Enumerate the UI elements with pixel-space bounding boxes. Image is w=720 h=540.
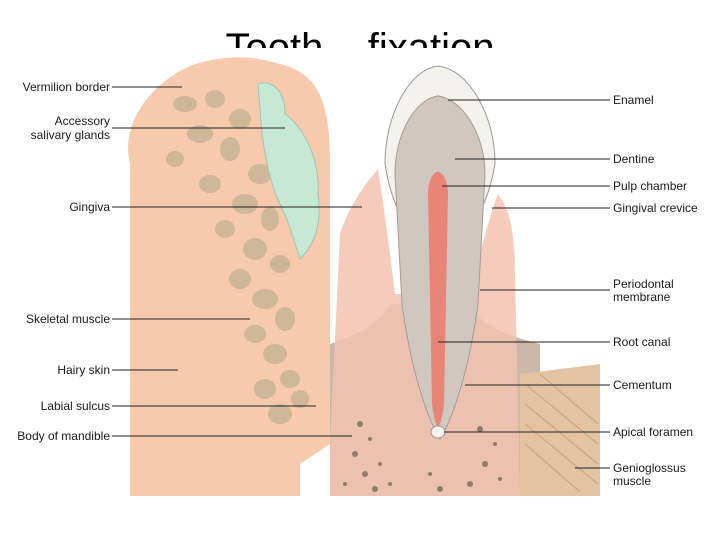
- label-apical-foramen: Apical foramen: [613, 425, 693, 439]
- label-pulp-chamber: Pulp chamber: [613, 179, 687, 193]
- label-root-canal: Root canal: [613, 335, 670, 349]
- label-enamel: Enamel: [613, 93, 654, 107]
- tooth-pulp: [428, 172, 448, 426]
- lip-soft-tissue: [128, 57, 330, 496]
- label-skeletal-muscle: Skeletal muscle: [26, 312, 110, 326]
- label-dentine: Dentine: [613, 152, 655, 166]
- label-body-of-mandible: Body of mandible: [17, 429, 110, 443]
- slide-title: Tooth – fixation: [225, 26, 495, 48]
- apical-foramen-mark: [430, 425, 446, 439]
- bone-spicules: [166, 90, 309, 424]
- label-hairy-skin: Hairy skin: [57, 363, 110, 377]
- label-gingival-crevice: Gingival crevice: [613, 201, 698, 215]
- leader-lines-left: [112, 86, 362, 437]
- label-vermilion-border: Vermilion border: [23, 80, 110, 94]
- label-cementum: Cementum: [613, 378, 672, 392]
- salivary-glands: [257, 82, 320, 260]
- label-gingiva: Gingiva: [69, 200, 110, 214]
- genioglossus-tissue: [520, 364, 600, 496]
- leader-lines-right: [438, 99, 610, 469]
- label-labial-sulcus: Labial sulcus: [41, 399, 110, 413]
- muscle-striations: [524, 373, 599, 493]
- mandible-speckle: [343, 421, 502, 492]
